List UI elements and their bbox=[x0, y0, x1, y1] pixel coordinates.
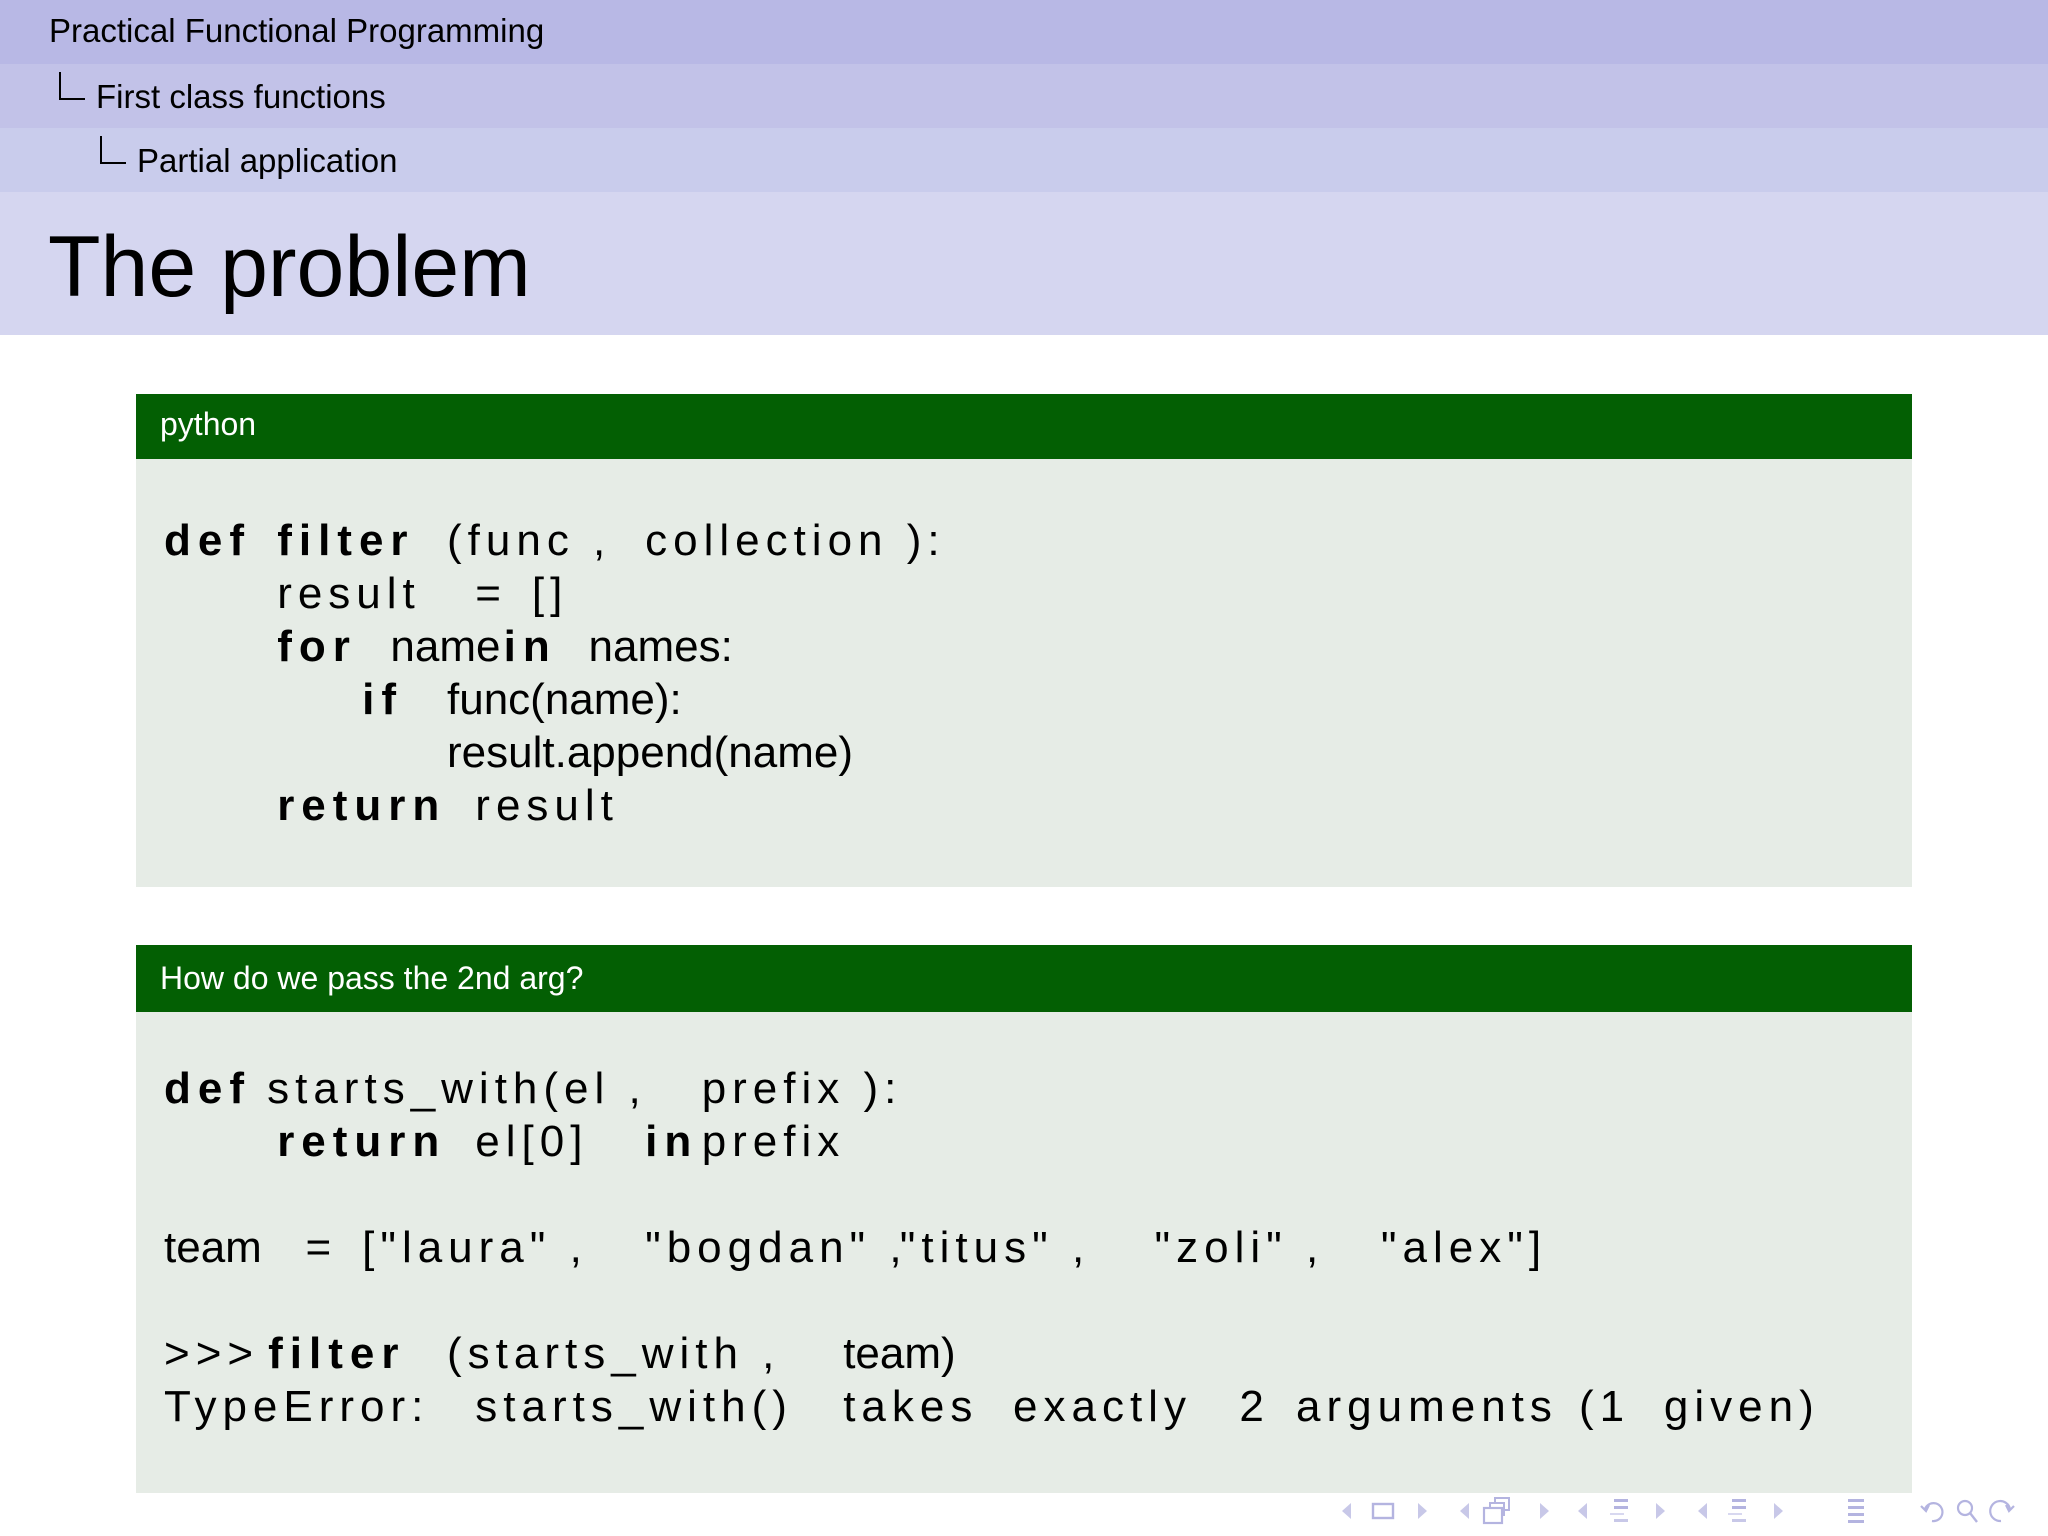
code-token: result bbox=[277, 569, 421, 618]
beamer-navigation-bar bbox=[1330, 1494, 2048, 1528]
code-keyword: filter bbox=[248, 1329, 406, 1378]
code-line: def filter (func , collection ): bbox=[136, 514, 1912, 567]
code-token: "bogdan" , bbox=[645, 1223, 908, 1272]
code-line: result = [] bbox=[136, 567, 1912, 620]
block-title-bar: How do we pass the 2nd arg? bbox=[136, 945, 1912, 1012]
title-band bbox=[0, 192, 2048, 335]
subsection-icon[interactable] bbox=[1480, 1494, 1514, 1528]
code-token: starts_with(el , bbox=[248, 1064, 647, 1113]
code-keyword: in bbox=[645, 1117, 699, 1166]
nav-next-arrow-icon[interactable] bbox=[1536, 1494, 1552, 1528]
code-keyword: for bbox=[277, 622, 357, 671]
nav-prev-arrow-icon[interactable] bbox=[1338, 1494, 1354, 1528]
redo-icon[interactable] bbox=[1986, 1494, 2018, 1528]
code-token: team bbox=[164, 1223, 262, 1272]
code-line: result.append(name) bbox=[136, 726, 1912, 779]
header-section-band: Practical Functional Programming bbox=[0, 0, 2048, 64]
header-subsubsection-link[interactable]: Partial application bbox=[137, 142, 398, 179]
code-token: = bbox=[475, 569, 507, 618]
code-line bbox=[136, 1168, 1912, 1221]
code-line: TypeError: starts_with() takes exactly 2 argu… bbox=[136, 1380, 1912, 1433]
code-token: (starts_with , bbox=[447, 1329, 781, 1378]
code-keyword: if bbox=[362, 675, 403, 724]
code-keyword: return bbox=[277, 781, 447, 830]
code-token: result bbox=[475, 781, 619, 830]
nav-prev-arrow-icon[interactable] bbox=[1694, 1494, 1710, 1528]
undo-icon[interactable] bbox=[1918, 1494, 1948, 1528]
code-token: name bbox=[390, 622, 501, 671]
nav-next-arrow-icon[interactable] bbox=[1652, 1494, 1668, 1528]
code-token: collection ): bbox=[645, 516, 946, 565]
code-token: [] bbox=[531, 569, 569, 618]
header-section-link[interactable]: Practical Functional Programming bbox=[49, 12, 545, 49]
code-keyword: return bbox=[277, 1117, 447, 1166]
code-token: = bbox=[305, 1223, 338, 1272]
section-icon[interactable] bbox=[1608, 1494, 1630, 1528]
appendix-icon[interactable] bbox=[1844, 1494, 1866, 1528]
code-token: "zoli" , bbox=[1154, 1223, 1325, 1272]
block-title-bar: python bbox=[136, 394, 1912, 459]
code-keyword: def bbox=[164, 1064, 251, 1113]
code-token: func(name): bbox=[447, 675, 682, 724]
code-token: "titus" , bbox=[899, 1223, 1091, 1272]
block-title: How do we pass the 2nd arg? bbox=[160, 960, 584, 996]
code-line: >>> filter (starts_with , team) bbox=[136, 1327, 1912, 1380]
block-title: python bbox=[160, 406, 257, 442]
code-line: def starts_with(el , prefix ): bbox=[136, 1062, 1912, 1115]
code-token: TypeError: bbox=[164, 1382, 430, 1431]
code-token: names: bbox=[588, 622, 733, 671]
code-keyword: def bbox=[164, 516, 251, 565]
code-line bbox=[136, 1274, 1912, 1327]
code-token: "alex"] bbox=[1380, 1223, 1548, 1272]
code-token: >>> bbox=[164, 1329, 260, 1378]
frame-icon[interactable] bbox=[1370, 1494, 1396, 1528]
tree-branch-icon bbox=[100, 136, 126, 164]
code-block-second-arg: How do we pass the 2nd arg? def starts_w… bbox=[136, 945, 1912, 1493]
code-line: if func(name): bbox=[136, 673, 1912, 726]
code-keyword: filter bbox=[277, 516, 415, 565]
code-token: given) bbox=[1663, 1382, 1820, 1431]
code-token: prefix bbox=[701, 1117, 846, 1166]
code-line: return result bbox=[136, 779, 1912, 832]
code-token: team) bbox=[843, 1329, 956, 1378]
tree-branch-icon bbox=[59, 72, 85, 100]
code-keyword: in bbox=[503, 622, 557, 671]
header-subsubsection-band: Partial application bbox=[0, 128, 2048, 192]
header-subsection-link[interactable]: First class functions bbox=[96, 78, 386, 115]
code-token: (func , bbox=[447, 516, 612, 565]
header-subsection-band: First class functions bbox=[0, 64, 2048, 128]
slide-title: The problem bbox=[48, 219, 531, 315]
code-token: result.append(name) bbox=[447, 728, 854, 777]
code-line: team = ["laura" , "bogdan" ,"titus" , "zoli"… bbox=[136, 1221, 1912, 1274]
code-token: arguments bbox=[1296, 1382, 1558, 1431]
search-icon[interactable] bbox=[1954, 1494, 1982, 1528]
code-body: def starts_with(el , prefix ): return el[0]… bbox=[136, 1012, 1912, 1493]
code-token: takes bbox=[843, 1382, 979, 1431]
code-token: ["laura" , bbox=[362, 1223, 588, 1272]
nav-next-arrow-icon[interactable] bbox=[1414, 1494, 1430, 1528]
nav-prev-arrow-icon[interactable] bbox=[1574, 1494, 1590, 1528]
code-token: exactly bbox=[1013, 1382, 1192, 1431]
code-token: 2 bbox=[1239, 1382, 1270, 1431]
code-token: prefix ): bbox=[701, 1064, 903, 1113]
code-token: starts_with() bbox=[475, 1382, 793, 1431]
code-token: (1 bbox=[1579, 1382, 1631, 1431]
outline-icon[interactable] bbox=[1726, 1494, 1748, 1528]
code-token: el[0] bbox=[475, 1117, 589, 1166]
nav-prev-arrow-icon[interactable] bbox=[1456, 1494, 1472, 1528]
nav-next-arrow-icon[interactable] bbox=[1770, 1494, 1786, 1528]
